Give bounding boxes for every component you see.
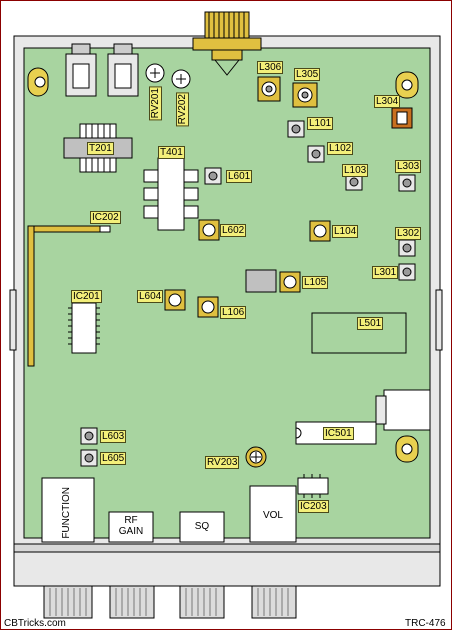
sq-control bbox=[179, 511, 225, 543]
ic203-chip bbox=[297, 474, 329, 498]
label-t401: T401 bbox=[158, 146, 185, 159]
rf-gain-line1: RF bbox=[124, 515, 138, 526]
label-ic203: IC203 bbox=[298, 500, 329, 513]
label-l604: L604 bbox=[137, 290, 164, 303]
sq-label: SQ bbox=[194, 521, 210, 532]
rf-gain-control bbox=[108, 511, 154, 543]
antenna-connector bbox=[192, 11, 262, 76]
side-tab-right bbox=[435, 289, 443, 351]
vol-label: VOL bbox=[262, 510, 283, 521]
ic202-heatsink bbox=[27, 225, 111, 367]
model-credit: TRC-476 bbox=[405, 618, 446, 629]
label-t201: T201 bbox=[87, 142, 114, 155]
label-l106: L106 bbox=[220, 306, 247, 319]
label-l306: L306 bbox=[257, 61, 284, 74]
label-l101: L101 bbox=[307, 117, 334, 130]
label-ic501: IC501 bbox=[323, 427, 354, 440]
mic-connector bbox=[375, 389, 431, 431]
rf-gain-line2: GAIN bbox=[118, 526, 144, 537]
label-l304: L304 bbox=[374, 95, 401, 108]
label-ic202: IC202 bbox=[90, 211, 121, 224]
label-l102: L102 bbox=[327, 142, 354, 155]
label-l305: L305 bbox=[294, 68, 321, 81]
l306-coil bbox=[257, 76, 281, 102]
label-l303: L303 bbox=[395, 160, 422, 173]
l305-coil bbox=[292, 82, 318, 108]
label-l103: L103 bbox=[342, 164, 369, 177]
rv201-pot bbox=[145, 63, 165, 83]
ic201-chip bbox=[68, 302, 100, 354]
rear-jacks bbox=[65, 43, 139, 97]
vol-control bbox=[249, 485, 297, 543]
function-label: FUNCTION bbox=[61, 487, 72, 539]
label-rv203: RV203 bbox=[205, 456, 240, 469]
slug-coils bbox=[164, 219, 331, 318]
label-l602: L602 bbox=[220, 224, 247, 237]
t401-transformer bbox=[143, 157, 199, 231]
if-cans bbox=[80, 120, 416, 467]
label-l302: L302 bbox=[395, 227, 422, 240]
label-l601: L601 bbox=[226, 170, 253, 183]
label-rv201: RV201 bbox=[149, 86, 162, 121]
label-l501: L501 bbox=[357, 317, 384, 330]
mounting-holes bbox=[27, 67, 419, 463]
label-l605: L605 bbox=[100, 452, 127, 465]
label-l105: L105 bbox=[302, 276, 329, 289]
filter-block bbox=[245, 269, 277, 293]
rv203-pot bbox=[245, 446, 267, 468]
label-l301: L301 bbox=[372, 266, 399, 279]
side-tab-left bbox=[9, 289, 17, 351]
rf-gain-label: RF GAIN bbox=[109, 515, 153, 537]
l304-coil bbox=[391, 107, 413, 129]
front-knobs bbox=[43, 585, 297, 619]
function-switch bbox=[41, 477, 95, 543]
site-credit: CBTricks.com bbox=[4, 618, 66, 629]
rv202-pot bbox=[171, 69, 191, 89]
label-rv202: RV202 bbox=[176, 92, 189, 127]
label-ic201: IC201 bbox=[71, 290, 102, 303]
label-l104: L104 bbox=[332, 225, 359, 238]
label-l603: L603 bbox=[100, 430, 127, 443]
